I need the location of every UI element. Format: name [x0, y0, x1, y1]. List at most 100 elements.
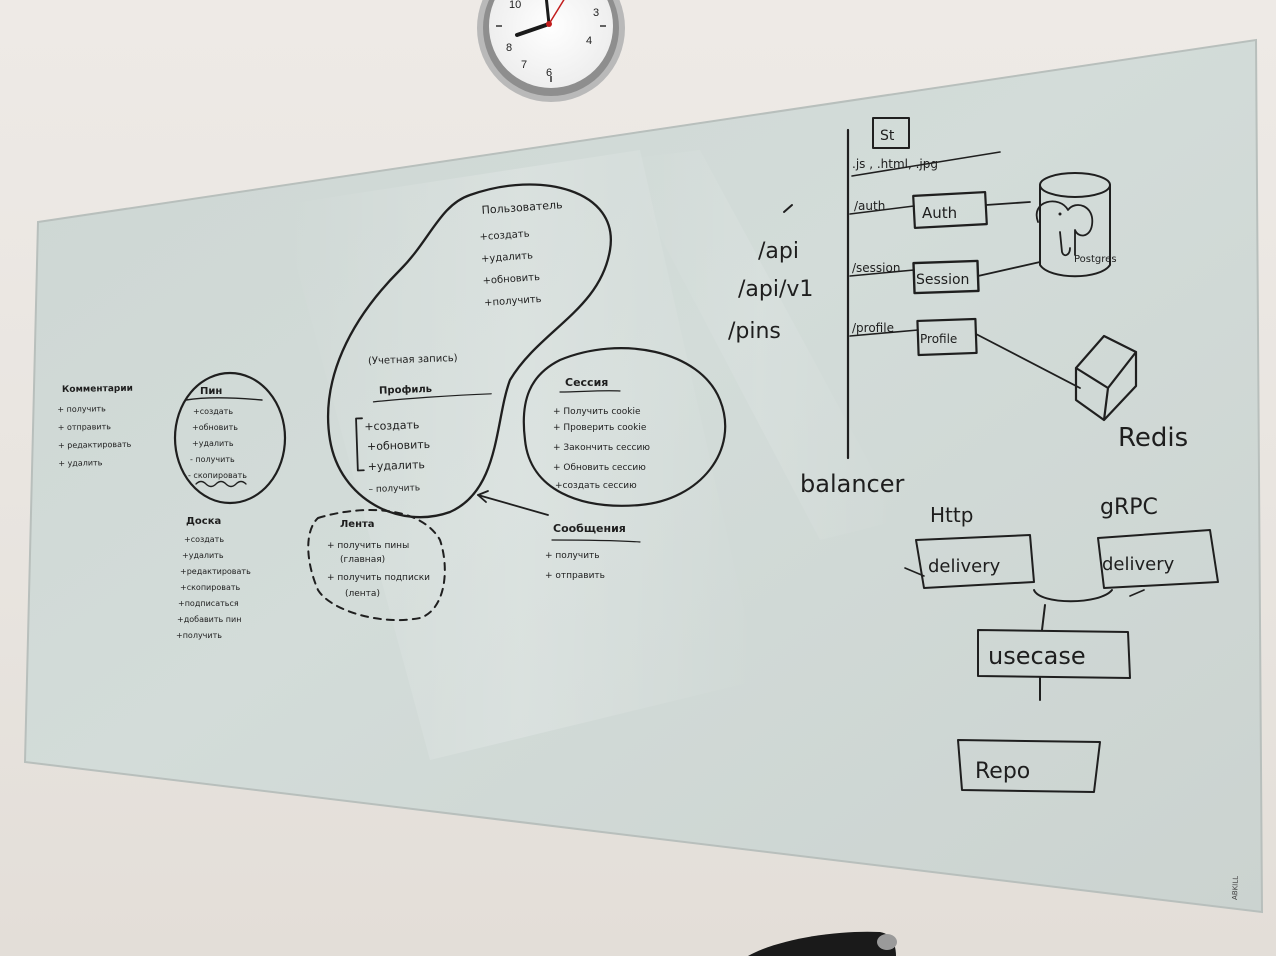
board-item-5: +подписаться — [178, 599, 239, 608]
auth-route: /auth Auth — [849, 191, 1031, 229]
comments-block: Комментарии + получить + отправить + ред… — [57, 384, 133, 468]
account-item-1: +создать — [364, 418, 420, 433]
session-route: /session Session — [849, 259, 1041, 295]
account-item-4: – получить — [368, 483, 420, 495]
account-title: Профиль — [379, 383, 432, 397]
elephant-icon — [1035, 200, 1094, 257]
board-item-2: +удалить — [182, 551, 224, 560]
service-profile: Profile — [920, 332, 957, 346]
clock-num-2: 2 — [588, 0, 594, 1]
user-block: Пользователь +создать +удалить +обновить… — [479, 198, 563, 309]
chair-top — [748, 931, 897, 956]
endpoint-auth: /auth — [854, 199, 885, 213]
http-delivery: Http delivery — [904, 503, 1035, 589]
board-item-1: +создать — [184, 535, 224, 544]
service-session: Session — [916, 272, 969, 288]
repo-block: Repo — [957, 739, 1101, 793]
board-title: Доска — [186, 516, 221, 527]
comments-item-2: + отправить — [58, 422, 112, 432]
pin-block: Пин +создать +обновить +удалить - получи… — [173, 371, 287, 505]
messages-item-2: + отправить — [545, 571, 605, 581]
service-auth: Auth — [922, 204, 957, 222]
session-item-4: + Обновить сессию — [553, 463, 646, 473]
route-api: /api — [758, 239, 799, 264]
static-box-label: St — [880, 128, 895, 144]
postgres-db: Postgres — [1035, 172, 1117, 278]
user-item-4: +получить — [484, 294, 542, 309]
pin-item-4: - получить — [190, 455, 235, 464]
feed-item-4: (лента) — [345, 589, 380, 599]
whiteboard: ABKILL — [23, 38, 1264, 914]
board-item-7: +получить — [176, 631, 222, 640]
usecase-block: usecase — [977, 629, 1131, 701]
http-label: Http — [930, 503, 973, 527]
endpoint-profile: /profile — [852, 321, 894, 335]
board-block: Доска +создать +удалить +редактировать +… — [176, 516, 251, 640]
api-routes: /api /api/v1 /pins — [728, 204, 813, 344]
balancer-label: balancer — [800, 470, 904, 498]
clock-second-hand — [548, 0, 565, 25]
comments-item-4: + удалить — [58, 458, 103, 468]
profile-route: /profile Profile — [849, 317, 1081, 389]
clock-num-3: 3 — [593, 7, 599, 19]
feed-item-3: + получить подписки — [327, 573, 430, 583]
board-item-4: +скопировать — [180, 583, 241, 592]
delivery-join — [1033, 589, 1113, 631]
static-block: St .js , .html, .jpg — [851, 117, 1001, 177]
feed-item-2: (главная) — [340, 555, 385, 565]
board-item-6: +добавить пин — [177, 615, 241, 624]
feed-title: Лента — [340, 519, 375, 530]
feed-block: Лента + получить пины (главная) + получи… — [307, 509, 446, 622]
clock-num-8: 8 — [506, 42, 512, 54]
board-brand: ABKILL — [1231, 876, 1240, 900]
clock-num-6: 6 — [546, 67, 552, 79]
pin-item-2: +обновить — [192, 423, 238, 432]
session-item-5: +создать сессию — [555, 481, 637, 491]
static-extensions: .js , .html, .jpg — [852, 157, 938, 171]
messages-title: Сообщения — [553, 522, 626, 535]
session-item-2: + Проверить cookie — [553, 423, 647, 433]
user-item-1: +создать — [479, 229, 530, 243]
clock-num-10: 10 — [509, 0, 521, 11]
account-block: (Учетная запись) Профиль +создать +обнов… — [355, 353, 492, 495]
route-api-v1: /api/v1 — [738, 277, 813, 302]
comments-item-3: + редактировать — [58, 440, 132, 450]
grpc-delivery: gRPC delivery — [1097, 495, 1219, 597]
feed-item-1: + получить пины — [327, 541, 409, 551]
pin-item-1: +создать — [193, 407, 233, 416]
clock-num-7: 7 — [521, 59, 527, 71]
repo-label: Repo — [975, 759, 1030, 784]
comments-title: Комментарии — [62, 384, 133, 395]
pin-item-3: +удалить — [192, 439, 234, 448]
account-item-2: +обновить — [367, 438, 431, 453]
user-profile-oval — [326, 183, 612, 519]
balancer: balancer — [800, 128, 904, 498]
delivery-right: delivery — [1102, 554, 1175, 575]
user-item-2: +удалить — [481, 250, 534, 265]
account-item-3: +удалить — [367, 458, 425, 473]
redis-label: Redis — [1118, 423, 1188, 453]
delivery-left: delivery — [928, 556, 1001, 577]
session-item-3: + Закончить сессию — [553, 443, 650, 453]
pin-title: Пин — [200, 386, 222, 397]
endpoint-session: /session — [852, 261, 900, 275]
wall-clock: 10 2 3 4 6 7 8 — [477, 0, 625, 102]
redis-db: Redis — [1074, 334, 1188, 453]
grpc-label: gRPC — [1100, 495, 1158, 520]
account-note: (Учетная запись) — [368, 353, 458, 367]
user-title: Пользователь — [481, 198, 563, 217]
messages-block: Сообщения + получить + отправить — [477, 490, 641, 581]
route-pins: /pins — [728, 319, 781, 344]
user-item-3: +обновить — [482, 272, 540, 287]
pin-item-5: - скопировать — [188, 471, 247, 480]
session-item-1: + Получить cookie — [553, 407, 641, 417]
postgres-label: Postgres — [1074, 254, 1117, 265]
board-item-3: +редактировать — [180, 567, 251, 576]
comments-item-1: + получить — [57, 404, 106, 414]
messages-item-1: + получить — [545, 551, 600, 561]
clock-hour-hand — [515, 22, 551, 37]
clock-num-4: 4 — [586, 35, 592, 47]
clock-minute-hand — [544, 0, 551, 26]
session-title: Сессия — [565, 376, 608, 389]
